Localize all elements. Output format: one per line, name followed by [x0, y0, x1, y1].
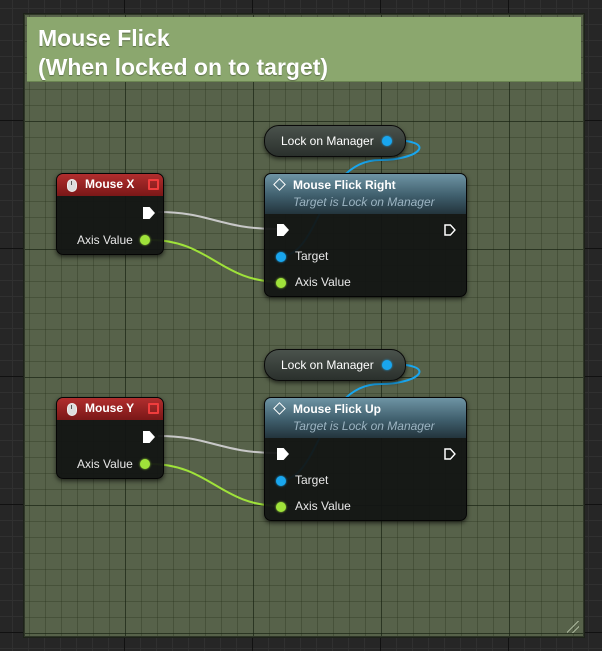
function-icon [273, 402, 286, 415]
axis-value-label: Axis Value [295, 499, 351, 513]
float-wire[interactable] [149, 239, 282, 283]
axis-value-label: Axis Value [77, 233, 133, 247]
axis-value-output-pin[interactable] [140, 235, 150, 245]
axis-value-input-pin[interactable] [276, 278, 286, 288]
axis-value-output-pin[interactable] [140, 459, 150, 469]
exec-output-pin[interactable] [444, 224, 456, 236]
function-node-header[interactable]: Mouse Flick Right Target is Lock on Mana… [265, 174, 466, 214]
function-node-mouse-flick-right[interactable]: Mouse Flick Right Target is Lock on Mana… [264, 173, 467, 297]
exec-input-pin[interactable] [277, 448, 289, 460]
target-input-pin[interactable] [276, 476, 286, 486]
target-label: Target [295, 249, 329, 263]
exec-wire[interactable] [157, 211, 279, 230]
exec-wire[interactable] [157, 435, 279, 454]
float-wire[interactable] [149, 463, 282, 507]
function-icon [273, 178, 286, 191]
event-node-mouse-x[interactable]: Mouse X Axis Value [56, 173, 164, 255]
event-node-mouse-y[interactable]: Mouse Y Axis Value [56, 397, 164, 479]
function-node-mouse-flick-up[interactable]: Mouse Flick Up Target is Lock on Manager… [264, 397, 467, 521]
delegate-pin-icon[interactable] [148, 403, 159, 414]
comment-header[interactable]: Mouse Flick (When locked on to target) [27, 17, 581, 82]
comment-title[interactable]: Mouse Flick (When locked on to target) [38, 25, 329, 80]
event-node-title: Mouse Y [85, 401, 135, 415]
variable-label: Lock on Manager [281, 134, 374, 148]
function-subtitle: Target is Lock on Manager [293, 419, 435, 433]
event-node-header[interactable]: Mouse Y [57, 398, 163, 420]
exec-input-pin[interactable] [277, 224, 289, 236]
lock-on-manager-output-pin[interactable] [382, 360, 392, 370]
variable-node-lock-on-manager[interactable]: Lock on Manager [264, 349, 406, 381]
axis-value-label: Axis Value [77, 457, 133, 471]
axis-value-label: Axis Value [295, 275, 351, 289]
event-node-header[interactable]: Mouse X [57, 174, 163, 196]
axis-value-input-pin[interactable] [276, 502, 286, 512]
comment-box[interactable]: Mouse Flick (When locked on to target) [24, 14, 584, 637]
target-label: Target [295, 473, 329, 487]
mouse-icon [67, 179, 77, 192]
function-subtitle: Target is Lock on Manager [293, 195, 435, 209]
exec-output-pin[interactable] [444, 448, 456, 460]
variable-node-lock-on-manager[interactable]: Lock on Manager [264, 125, 406, 157]
delegate-pin-icon[interactable] [148, 179, 159, 190]
variable-label: Lock on Manager [281, 358, 374, 372]
exec-output-pin[interactable] [143, 431, 155, 443]
mouse-icon [67, 403, 77, 416]
resize-grip-icon[interactable] [567, 621, 579, 633]
function-title: Mouse Flick Right [293, 178, 396, 192]
exec-output-pin[interactable] [143, 207, 155, 219]
function-node-header[interactable]: Mouse Flick Up Target is Lock on Manager [265, 398, 466, 438]
lock-on-manager-output-pin[interactable] [382, 136, 392, 146]
event-node-title: Mouse X [85, 177, 135, 191]
target-input-pin[interactable] [276, 252, 286, 262]
function-title: Mouse Flick Up [293, 402, 382, 416]
